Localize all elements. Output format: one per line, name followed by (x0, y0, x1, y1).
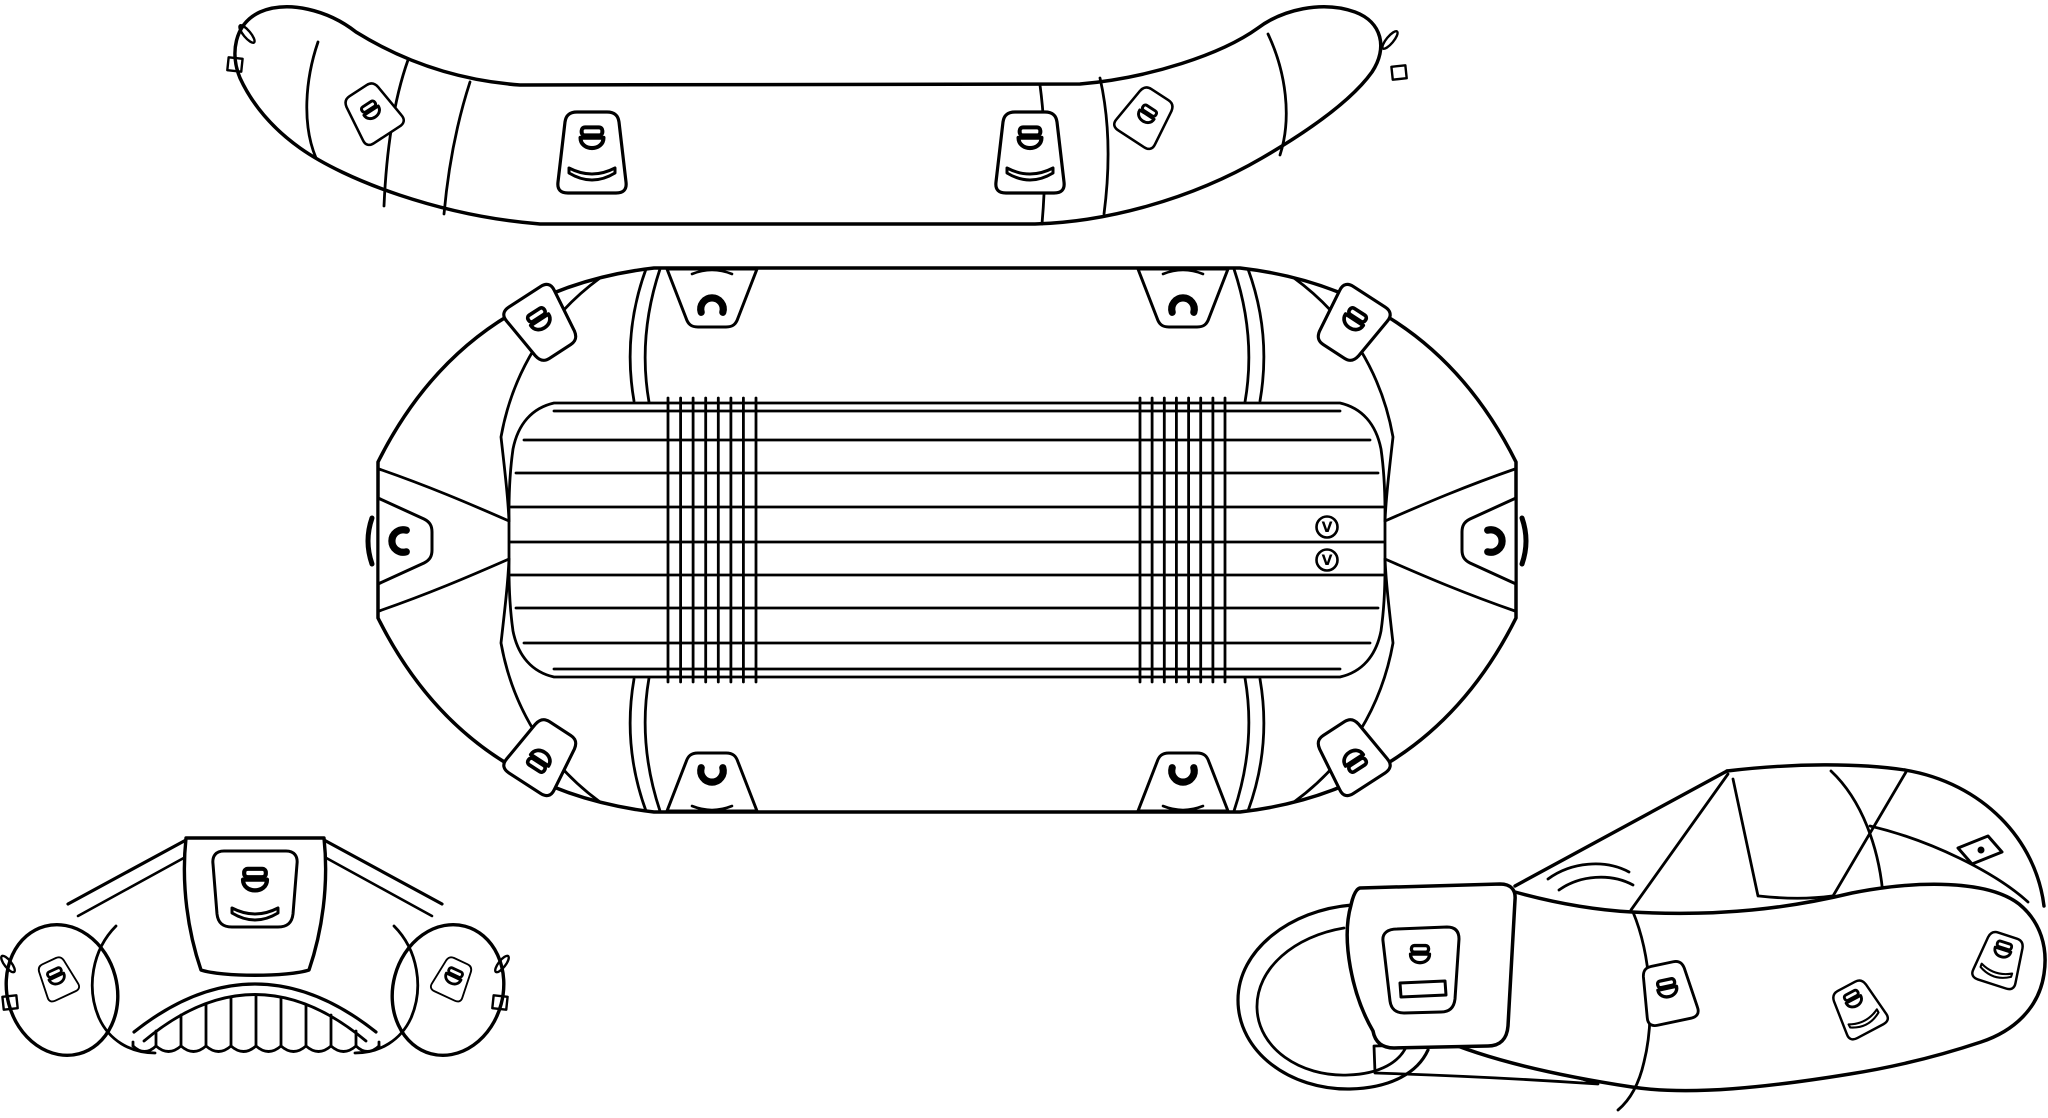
near-tube-end-seam (1616, 910, 1652, 1112)
handle-patch (994, 110, 1066, 195)
d-ring-dot-icon (1977, 846, 1985, 854)
cap-seam-right (353, 924, 420, 1055)
bow-strap-tab-icon (1, 994, 19, 1011)
front-outer-shoulders (66, 838, 444, 918)
bow-cord-tab-icon (0, 954, 16, 974)
edge-handle-patch (665, 751, 759, 813)
wear-strip-icon (690, 804, 734, 812)
bow-strap-tab-icon (1390, 64, 1408, 81)
wear-strip-icon (690, 268, 734, 276)
far-tube (1513, 763, 2046, 912)
bow-tab-group-left (226, 24, 256, 73)
valve-letter: V (1322, 553, 1333, 569)
side-view-hull-outline (233, 5, 1383, 226)
d-ring-icon (243, 869, 267, 891)
d-ring-icon (1408, 943, 1432, 965)
handle-slot-icon (1398, 979, 1448, 999)
center-handle-patch (211, 849, 299, 929)
d-ring-icon (581, 127, 604, 148)
drawing-strokes: V V (0, 5, 2047, 1112)
patch-outline (376, 496, 434, 586)
d-ring-icon (1019, 127, 1042, 148)
bow-cord-tab-icon (494, 954, 510, 974)
perspective-view (1236, 763, 2047, 1112)
floor-seam-lines (508, 409, 1386, 671)
floor-ribs (131, 982, 381, 1053)
floor (507, 396, 1387, 684)
far-tube-inner-seams (1546, 769, 2030, 912)
d-ring-icon (1654, 976, 1680, 1001)
edge-handle-patch (665, 267, 759, 329)
bow-handle-patch (365, 496, 434, 586)
far-corner-patch (1956, 834, 2004, 866)
edge-handle-patch (1136, 267, 1230, 329)
cap-seam-left (90, 924, 157, 1055)
stern-handle-patch (1460, 496, 1529, 586)
wear-strip-icon (1161, 804, 1205, 812)
valve-icon: V (1315, 548, 1339, 572)
edge-handle-patch (1136, 751, 1230, 813)
patch-outline (1381, 925, 1461, 1015)
floor-lacing-band-right (1138, 396, 1227, 684)
bow-cord-tab-icon (1381, 30, 1399, 50)
side-view (226, 5, 1408, 226)
bow-underside (1372, 1042, 1600, 1086)
floor-outline (507, 401, 1387, 679)
stern-line-arc-icon (1519, 515, 1529, 567)
valve-letter: V (1322, 520, 1333, 536)
bow-end-panel (1345, 882, 1517, 1050)
bow-tab-group-right (491, 954, 510, 1011)
bow-cord-tab-icon (238, 24, 256, 44)
bow-line-arc-icon (365, 515, 375, 567)
bow-tab-group-right (1381, 30, 1408, 81)
bow-strap-tab-icon (491, 994, 509, 1011)
bow-end-caps (1236, 903, 1430, 1091)
patch-outline (1460, 496, 1518, 586)
top-view: V V (365, 266, 1529, 814)
bow-tab-group-left (0, 954, 19, 1011)
handle-patch (556, 110, 628, 195)
near-tube-outline (1409, 882, 2047, 1093)
bow-strap-tab-icon (226, 56, 244, 73)
front-view (0, 836, 510, 1058)
floor-arch-outer (132, 982, 378, 1034)
valve-icon: V (1315, 515, 1339, 539)
floor-lacing-band-left (666, 396, 758, 684)
wear-strip-icon (1161, 268, 1205, 276)
